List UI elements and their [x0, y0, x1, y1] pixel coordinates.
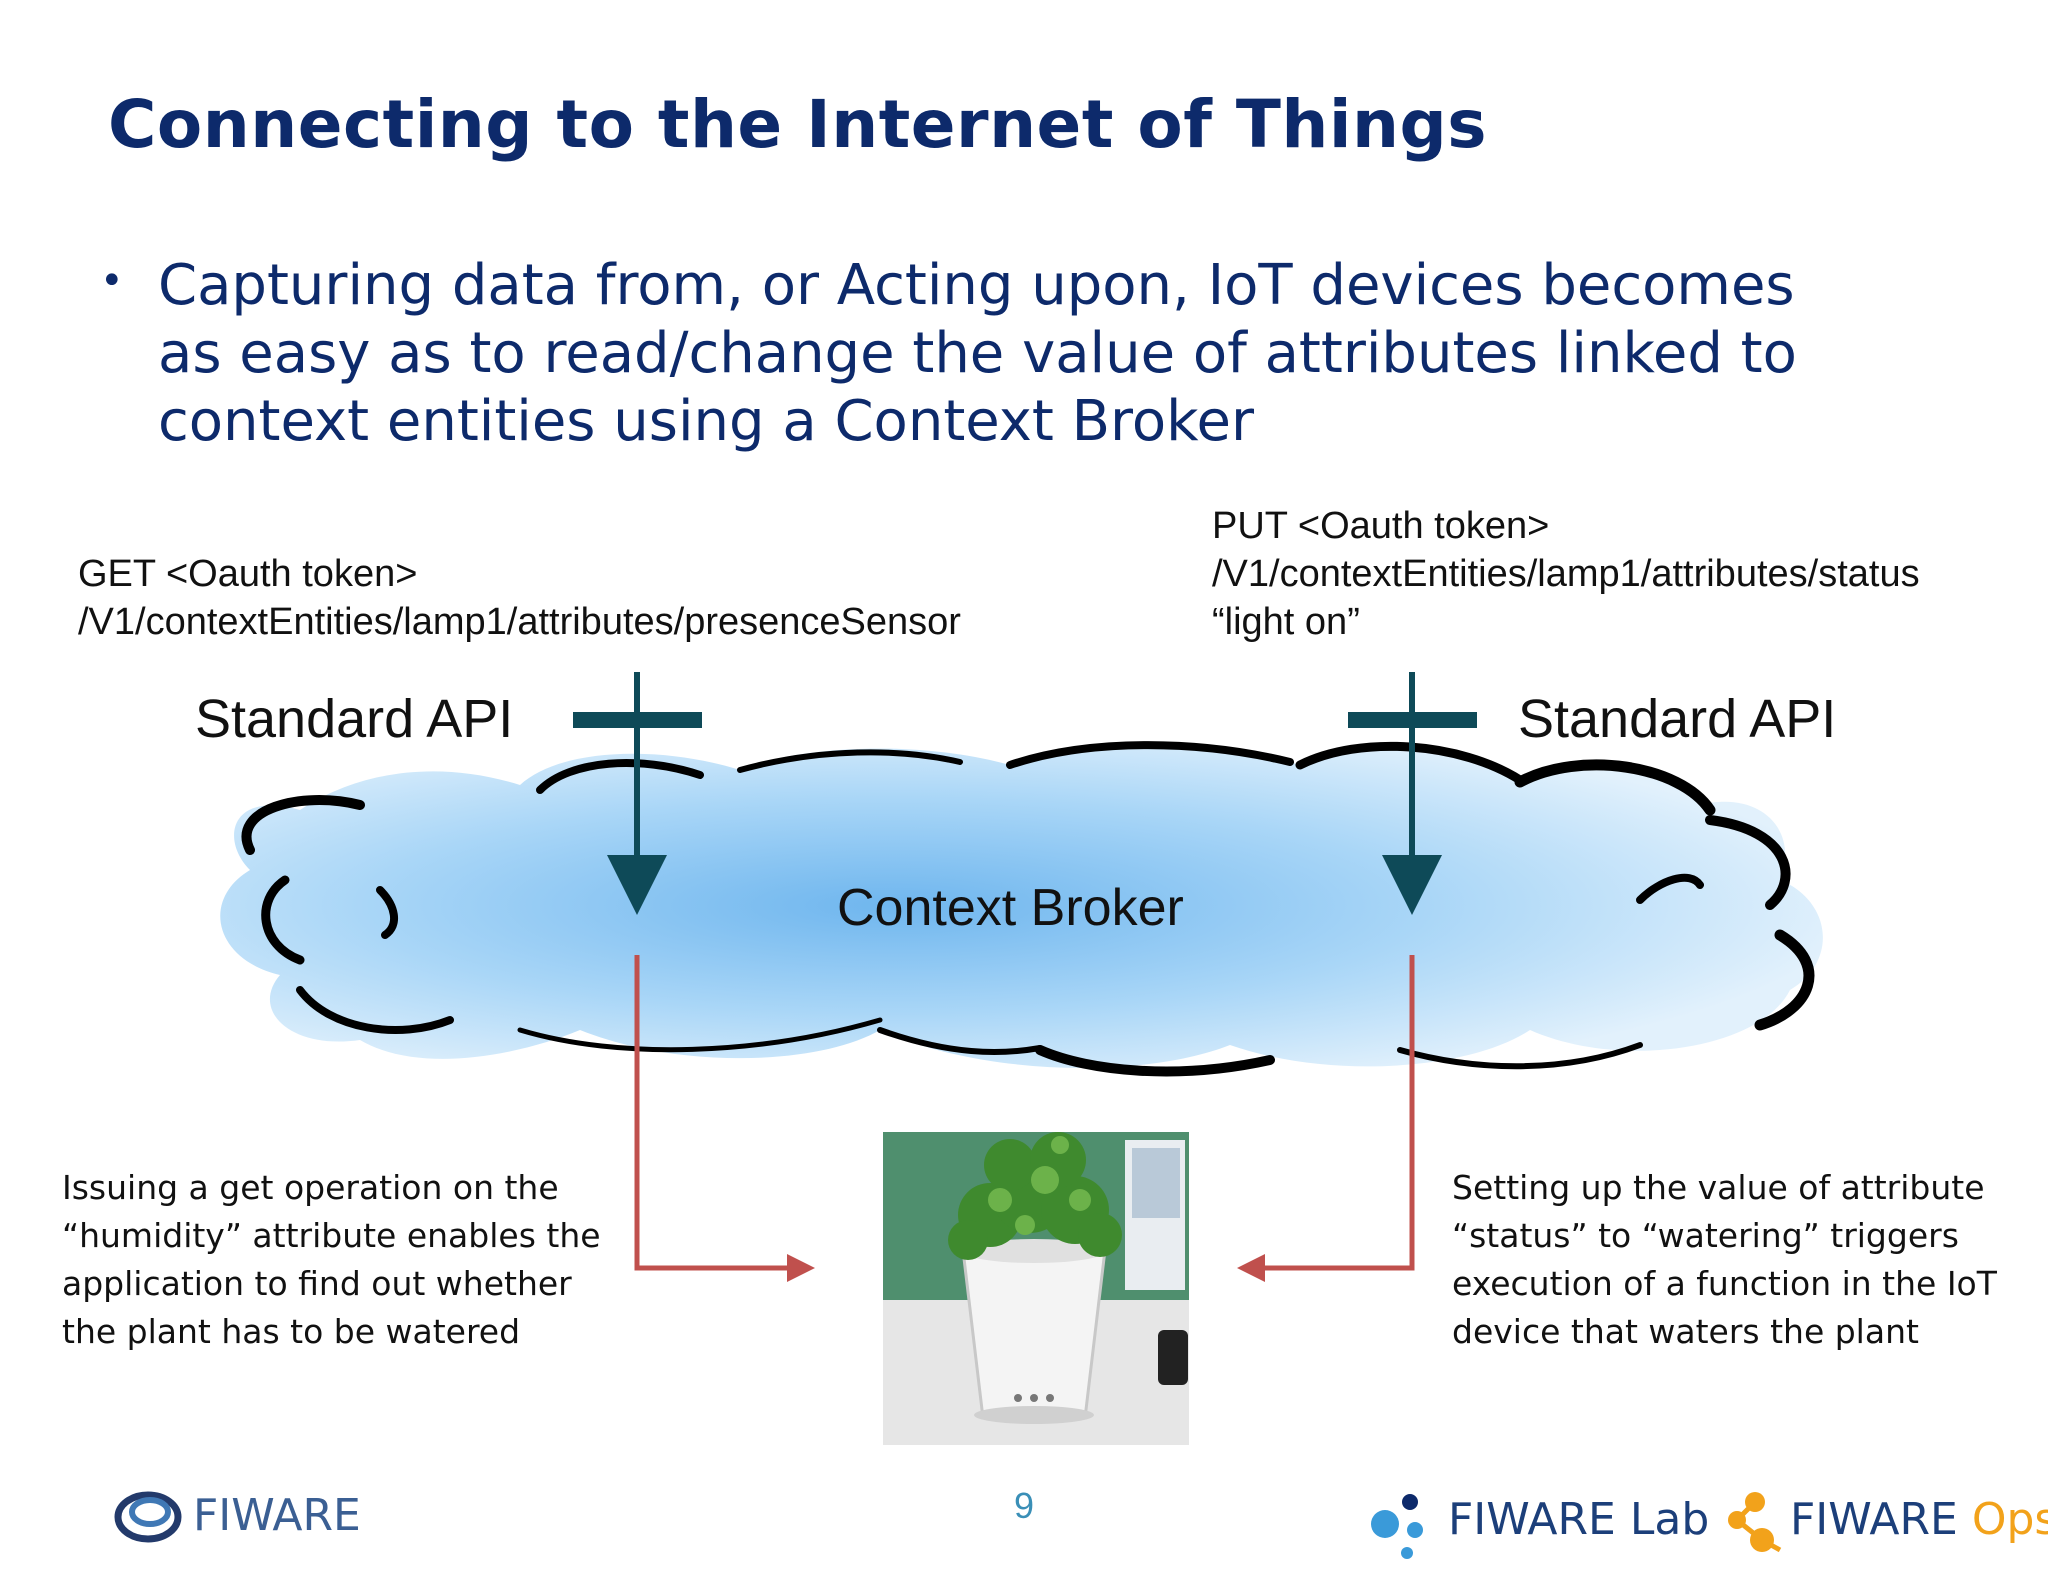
- page-number: 9: [1014, 1485, 1035, 1526]
- potted-plant-sensor-icon: [883, 1132, 1189, 1445]
- fiware-lab-logo-text: FIWARE Lab: [1448, 1494, 1710, 1545]
- fiware-ops-logo-suffix: Ops: [1971, 1494, 2048, 1545]
- fiware-ops-logo-icon: [1728, 1492, 1782, 1553]
- note-right-line: “status” to “watering” triggers: [1452, 1216, 1959, 1255]
- api-label-left: Standard API: [195, 689, 514, 749]
- slide-title: Connecting to the Internet of Things: [108, 86, 1488, 163]
- api-label-right: Standard API: [1518, 689, 1837, 749]
- fiware-ops-logo-main: FIWARE: [1790, 1494, 1958, 1545]
- note-left: Issuing a get operation on the “humidity…: [62, 1164, 601, 1356]
- note-right: Setting up the value of attribute “statu…: [1452, 1164, 1997, 1356]
- put-request-line: /V1/contextEntities/lamp1/attributes/sta…: [1212, 553, 1920, 595]
- get-request-line: GET <Oauth token>: [78, 553, 418, 595]
- fiware-lab-logo-icon: [1371, 1494, 1423, 1559]
- bullet-dot-icon: •: [100, 258, 124, 304]
- bullet-line: as easy as to read/change the value of a…: [158, 321, 1797, 386]
- left-api-connector: [573, 672, 702, 915]
- get-request-line: /V1/contextEntities/lamp1/attributes/pre…: [78, 601, 961, 643]
- fiware-ops-logo-text: FIWARE Ops: [1790, 1494, 2048, 1545]
- put-request-line: “light on”: [1212, 601, 1360, 643]
- put-request-line: PUT <Oauth token>: [1212, 505, 1550, 547]
- put-request-text: PUT <Oauth token> /V1/contextEntities/la…: [1212, 502, 1920, 646]
- note-right-line: Setting up the value of attribute: [1452, 1168, 1985, 1207]
- note-right-line: device that waters the plant: [1452, 1312, 1919, 1351]
- bullet-line: Capturing data from, or Acting upon, IoT…: [158, 253, 1795, 318]
- note-left-line: application to find out whether: [62, 1264, 572, 1303]
- note-right-line: execution of a function in the IoT: [1452, 1264, 1997, 1303]
- note-left-line: the plant has to be watered: [62, 1312, 521, 1351]
- bullet-text: Capturing data from, or Acting upon, IoT…: [158, 252, 1938, 456]
- note-left-line: “humidity” attribute enables the: [62, 1216, 601, 1255]
- bullet-line: context entities using a Context Broker: [158, 389, 1255, 454]
- context-broker-label: Context Broker: [837, 879, 1184, 937]
- fiware-logo-icon: [114, 1491, 182, 1543]
- fiware-logo-text: FIWARE: [193, 1490, 361, 1541]
- get-request-text: GET <Oauth token> /V1/contextEntities/la…: [78, 550, 961, 646]
- note-left-line: Issuing a get operation on the: [62, 1168, 559, 1207]
- right-api-connector: [1348, 672, 1477, 915]
- left-data-arrow: [634, 955, 815, 1282]
- cloud-fill: [220, 743, 1823, 1068]
- right-data-arrow: [1237, 955, 1415, 1282]
